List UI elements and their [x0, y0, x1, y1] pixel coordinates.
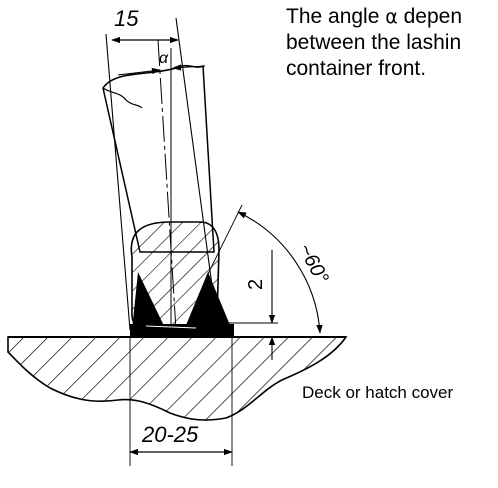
note-line-1: The angle α depen [286, 5, 463, 28]
dimension-top-width: 15 [111, 6, 179, 44]
weld-right [184, 272, 232, 330]
description-note: The angle α depen between the lashin con… [286, 4, 496, 82]
base-width-label: 20-25 [141, 422, 199, 447]
note-line-2: between the lashin [286, 31, 462, 54]
deck-plate [7, 336, 348, 421]
weld-base [130, 324, 234, 337]
angle-label: ~60° [294, 240, 333, 287]
dimension-label-top-width: 15 [114, 6, 139, 31]
weld-height-label: 2 [245, 279, 267, 290]
dimension-alpha: α [117, 50, 206, 76]
weld-seams [130, 272, 234, 337]
deck-label: Deck or hatch cover [302, 383, 454, 402]
dimension-base-width: 20-25 [129, 337, 233, 466]
alpha-label: α [159, 50, 169, 67]
weld-left [132, 272, 166, 330]
alpha-symbol: α [385, 6, 398, 28]
note-line-3: container front. [286, 57, 427, 80]
